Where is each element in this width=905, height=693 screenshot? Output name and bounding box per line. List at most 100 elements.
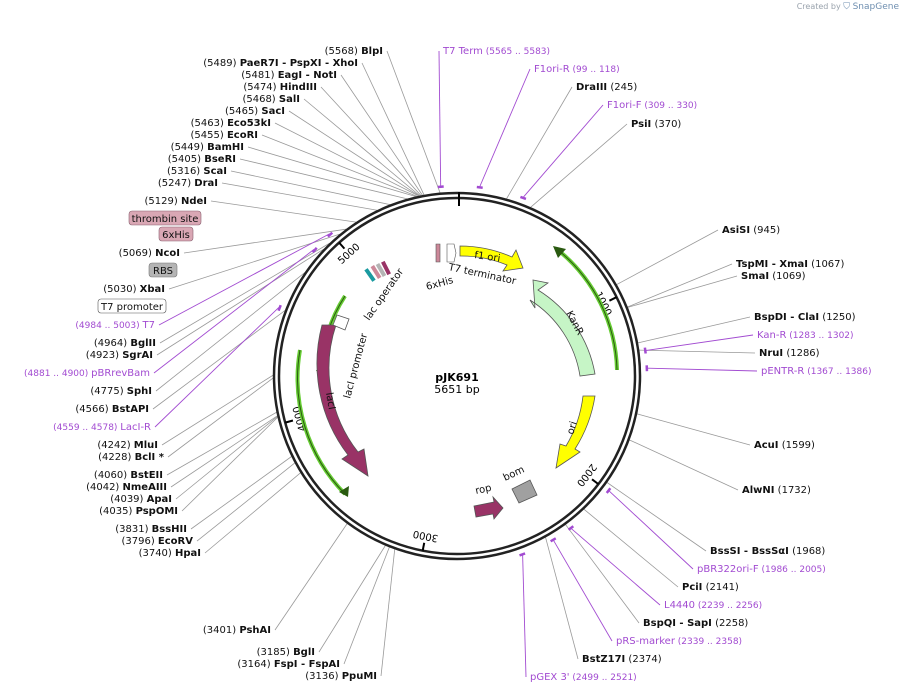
leader-PpuMI	[380, 549, 396, 677]
primer-leader-pENTRR	[647, 367, 758, 372]
enzyme-name-DraI: DraI	[194, 178, 218, 189]
enzyme-pos-SphI: (4775)	[90, 386, 126, 397]
enzyme-pos-BamHI: (5449)	[171, 142, 207, 153]
enzyme-PspOMI: (4035) PspOMI	[99, 506, 178, 517]
primer-mark-KanR	[643, 347, 647, 354]
lac-operator-glyph	[364, 260, 391, 282]
leader-DraI	[221, 182, 378, 211]
enzyme-name-DraIII: DraIII	[576, 82, 607, 93]
leader-BssHII	[190, 456, 292, 530]
enzyme-PsiI: PsiI (370)	[631, 119, 681, 130]
primer-range-KanR: (1283 .. 1302)	[786, 331, 853, 341]
leader-PspOMI	[181, 416, 278, 512]
leader-SmaI	[627, 275, 738, 308]
leader-BlpI	[386, 50, 441, 193]
primer-name-T7Term: T7 Term	[442, 46, 483, 57]
primer-LacIR: (4559 .. 4578) LacI-R	[53, 422, 151, 433]
enzyme-BstEII: (4060) BstEII	[94, 470, 163, 481]
enzyme-pos-PspOMI: (4035)	[99, 506, 135, 517]
enzyme-PaeR7I: (5489) PaeR7I - PspXI - XhoI	[203, 58, 358, 69]
enzyme-name-BlpI: BlpI	[361, 46, 383, 57]
enzyme-pos-BglI: (3185)	[257, 647, 293, 658]
primer-mark-pBRrevBam	[311, 247, 318, 254]
primer-name-L4440: L4440	[664, 600, 695, 611]
enzyme-MluI: (4242) MluI	[97, 440, 158, 451]
enzyme-pos-SalI: (5468)	[242, 94, 278, 105]
primer-leader-pGEX3	[522, 555, 527, 678]
primer-pBRrevBam: (4881 .. 4900) pBRrevBam	[24, 368, 150, 379]
primer-name-pBRrevBam: pBRrevBam	[91, 368, 150, 379]
enzyme-name-PciI: PciI	[682, 582, 702, 593]
enzyme-BseRI: (5405) BseRI	[168, 154, 236, 165]
primer-L4440: L4440 (2239 .. 2256)	[664, 600, 762, 611]
primer-pBR322oriF: pBR322ori-F (1986 .. 2005)	[697, 564, 826, 575]
enzyme-FspI: (3164) FspI - FspAI	[237, 659, 340, 670]
credit-prefix: Created by	[796, 2, 841, 11]
enzyme-pos-DraIII: (245)	[607, 82, 637, 93]
enzyme-ApaI: (4039) ApaI	[110, 494, 172, 505]
enzyme-BssHII: (3831) BssHII	[115, 524, 187, 535]
primer-name-pBR322oriF: pBR322ori-F	[697, 564, 759, 575]
leader-BssSI	[606, 482, 707, 552]
plasmid-size: 5651 bp	[434, 383, 479, 396]
enzyme-pos-EcoRI: (5455)	[191, 130, 227, 141]
enzyme-name-PpuMI: PpuMI	[342, 671, 377, 682]
leader-BseRI	[239, 158, 408, 200]
enzyme-BamHI: (5449) BamHI	[171, 142, 244, 153]
primer-leader-T7	[158, 233, 330, 326]
enzyme-name-BstAPI: BstAPI	[112, 404, 149, 415]
leader-Eco53kI	[274, 122, 419, 197]
backbone-inner	[277, 196, 637, 556]
primer-range-pBRrevBam: (4881 .. 4900)	[24, 369, 91, 379]
enzyme-BlpI: (5568) BlpI	[325, 46, 383, 57]
t7-terminator-box	[446, 243, 457, 263]
enzyme-name-SphI: SphI	[127, 386, 152, 397]
enzyme-name-AlwNI: AlwNI	[742, 485, 775, 496]
enzyme-BglII: (4964) BglII	[94, 338, 156, 349]
enzyme-name-MluI: MluI	[134, 440, 158, 451]
enzyme-pos-PshAI: (3401)	[203, 625, 239, 636]
enzyme-HindIII: (5474) HindIII	[243, 82, 317, 93]
enzyme-pos-Eco53kI: (5463)	[191, 118, 227, 129]
leader-PsiI	[530, 123, 628, 208]
enzyme-name-XbaI: XbaI	[140, 284, 165, 295]
primer-name-pENTRR: pENTR-R	[761, 366, 804, 377]
leader-BstEII	[166, 411, 277, 476]
enzyme-name-EcoRI: EcoRI	[227, 130, 258, 141]
leader-NmeAIII	[170, 415, 278, 488]
enzyme-SmaI: SmaI (1069)	[741, 271, 806, 282]
enzyme-DraIII: DraIII (245)	[576, 82, 637, 93]
primer-marks	[277, 185, 649, 557]
kanr-arrow	[529, 279, 596, 377]
credit-brand: SnapGene	[852, 2, 899, 12]
enzyme-pos-EcoRV: (3796)	[121, 536, 157, 547]
leader-NruI	[639, 349, 756, 354]
enzyme-pos-HpaI: (3740)	[139, 548, 175, 559]
enzyme-BclI: (4228) BclI *	[98, 452, 165, 463]
tick-label-5000: 5000	[336, 242, 362, 267]
enzyme-AlwNI: AlwNI (1732)	[742, 485, 811, 496]
enzyme-pos-PaeR7I: (5489)	[203, 58, 239, 69]
rop-arrow	[473, 495, 504, 520]
enzyme-pos-PciI: (2141)	[702, 582, 739, 593]
enzyme-name-SalI: SalI	[279, 94, 300, 105]
primer-F1oriF: F1ori-F (309 .. 330)	[607, 100, 697, 111]
bom-box	[511, 479, 538, 504]
enzyme-pos-XbaI: (5030)	[103, 284, 139, 295]
primer-range-pGEX3: (2499 .. 2521)	[570, 673, 637, 683]
enzyme-pos-TspMI: (1067)	[808, 259, 845, 270]
leader-TspMI	[627, 263, 733, 308]
enzyme-name-NmeAIII: NmeAIII	[123, 482, 167, 493]
leader-BspDI	[637, 316, 751, 344]
leader-PaeR7I	[361, 62, 425, 196]
sixhis-inner-label: 6xHis	[425, 275, 455, 293]
enzyme-name-SmaI: SmaI	[741, 271, 769, 282]
enzyme-name-Eco53kI: Eco53kI	[227, 118, 271, 129]
site-labels: (5568) BlpI(5489) PaeR7I - PspXI - XhoI(…	[24, 46, 872, 683]
tick-label-2000: 2000	[574, 461, 598, 488]
primer-mark-pBR322oriF	[605, 487, 612, 494]
primer-leader-pRSmarker	[553, 540, 613, 642]
enzyme-pos-EagI: (5481)	[241, 70, 277, 81]
primer-range-pBR322oriF: (1986 .. 2005)	[759, 565, 826, 575]
enzyme-BspDI: BspDI - ClaI (1250)	[754, 312, 856, 323]
